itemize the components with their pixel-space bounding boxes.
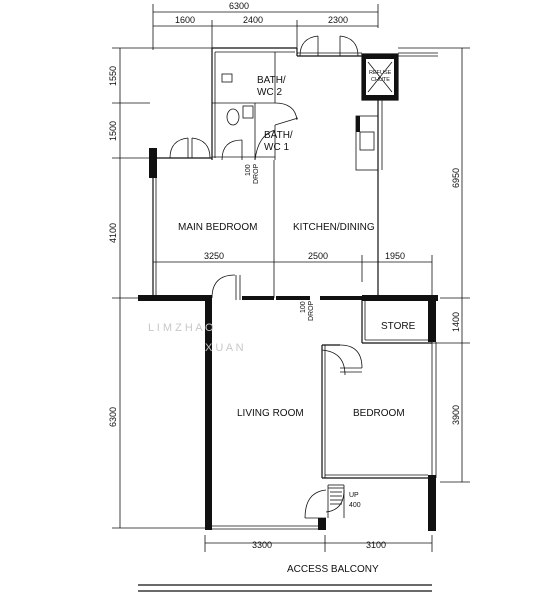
center-walls: [138, 274, 438, 301]
access-balcony-lines: [138, 584, 432, 592]
label-refuse-line1: REFUSE: [369, 70, 392, 76]
dim-right-1: 6950: [451, 168, 461, 188]
top-dimensions: 6300 1600 2400 2300: [152, 1, 379, 55]
lower-walls: [205, 298, 437, 531]
dim-top-1: 1600: [175, 15, 195, 25]
label-living-room: LIVING ROOM: [237, 408, 304, 419]
label-bath-wc2-line1: BATH/: [257, 75, 286, 86]
up-value: 400: [349, 502, 361, 509]
drop-2-label: DROP: [308, 300, 315, 321]
label-store: STORE: [381, 321, 416, 332]
dim-mid-1: 3250: [204, 251, 224, 261]
label-bedroom: BEDROOM: [353, 408, 405, 419]
label-bath-wc2-line2: WC 2: [257, 87, 282, 98]
dim-left-2: 1500: [108, 121, 118, 141]
watermark-line1: L I M Z H A O: [148, 322, 214, 334]
up-label: UP: [349, 492, 359, 499]
label-access-balcony: ACCESS BALCONY: [287, 564, 379, 575]
dim-bottom-1: 3300: [252, 540, 272, 550]
right-dimensions: 6950 1400 3900: [398, 47, 470, 483]
dim-bottom-2: 3100: [366, 540, 386, 550]
dim-left-3: 4100: [108, 223, 118, 243]
dim-top-total: 6300: [229, 1, 249, 11]
dim-top-2: 2400: [243, 15, 263, 25]
dim-top-3: 2300: [328, 15, 348, 25]
label-bath-wc1-line1: BATH/: [264, 130, 293, 141]
dim-right-2: 1400: [451, 312, 461, 332]
drop-1-value: 100: [245, 164, 252, 176]
label-bath-wc1-line2: WC 1: [264, 142, 289, 153]
watermark-line2: X U A N: [205, 342, 244, 354]
dim-mid-2: 2500: [308, 251, 328, 261]
dim-left-1: 1550: [108, 66, 118, 86]
dim-right-3: 3900: [451, 405, 461, 425]
label-main-bedroom: MAIN BEDROOM: [178, 222, 257, 233]
dim-mid-3: 1950: [385, 251, 405, 261]
bottom-dimensions: 3300 3100: [204, 535, 433, 552]
label-refuse-line2: CHUTE: [371, 77, 390, 83]
drop-2-value: 100: [300, 301, 307, 313]
drop-1-label: DROP: [253, 163, 260, 184]
dim-left-4: 6300: [108, 407, 118, 427]
upper-walls: [149, 35, 438, 298]
label-kitchen-dining: KITCHEN/DINING: [293, 222, 375, 233]
left-dimensions: 1550 1500 4100 6300: [108, 47, 212, 529]
